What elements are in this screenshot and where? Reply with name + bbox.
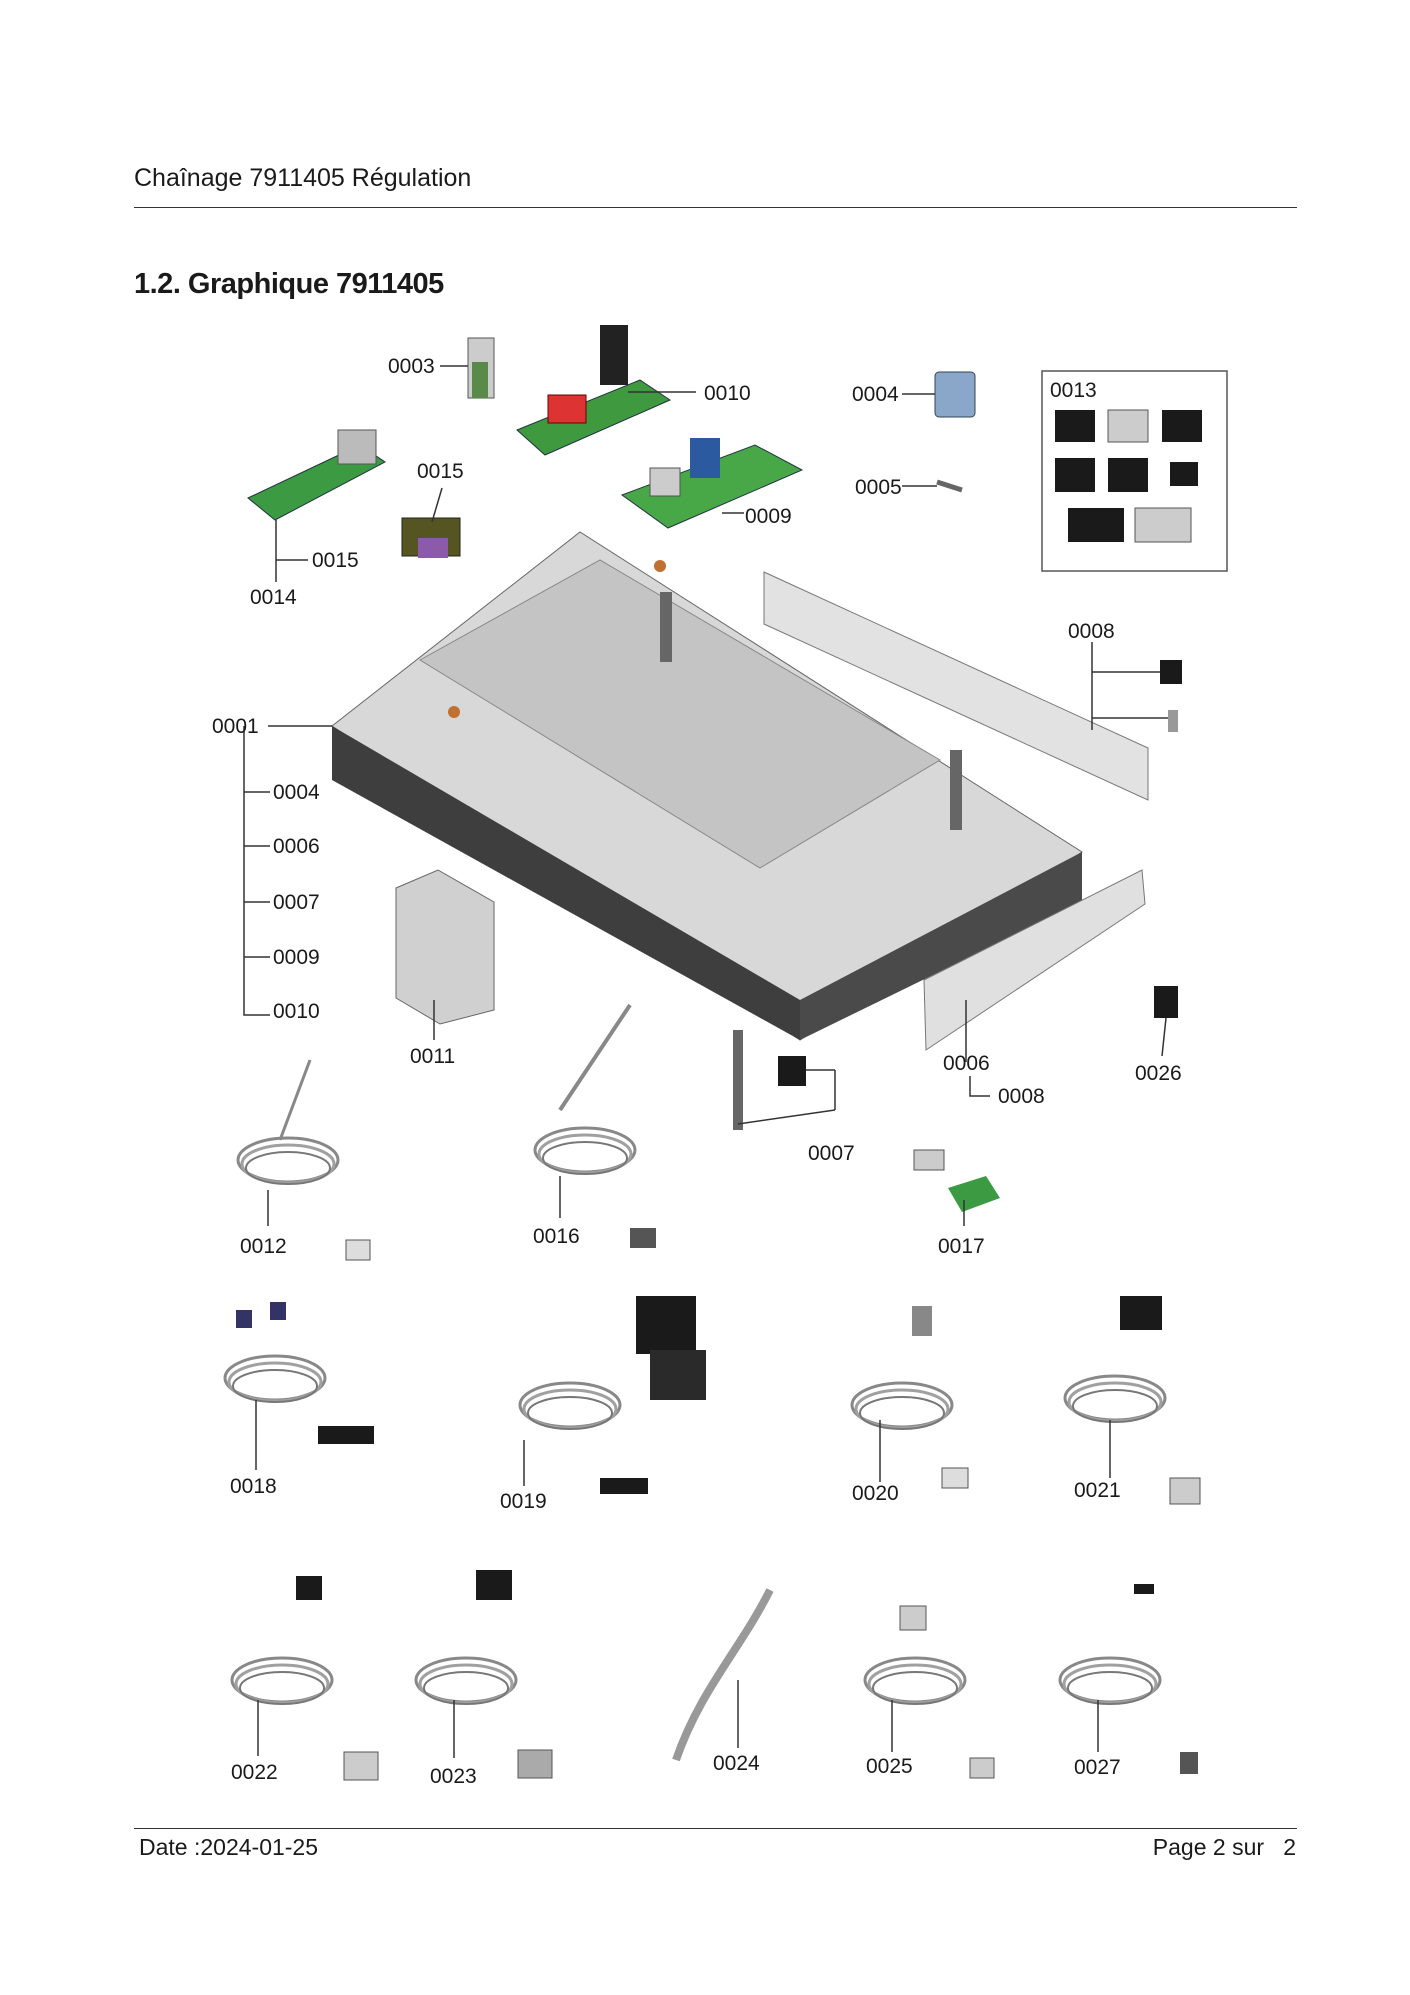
- callout-0011: 0011: [410, 1045, 455, 1068]
- cable-0024: [672, 1588, 774, 1762]
- callout-0009-top: 0009: [745, 505, 792, 528]
- circuit-board-0009: [620, 438, 804, 529]
- callout-0013: 0013: [1050, 379, 1097, 402]
- transformer-box-0011: [395, 869, 495, 1025]
- callout-0023: 0023: [430, 1765, 477, 1788]
- module-0015: [401, 517, 461, 558]
- cable-0023: [414, 1570, 553, 1779]
- cover-plate-0006: [923, 869, 1146, 1051]
- callout-0006-cover: 0006: [943, 1052, 990, 1075]
- leader-lines: [243, 365, 1168, 1758]
- terminal-rail-0008: [763, 571, 1182, 801]
- circuit-board-0014: [247, 429, 386, 521]
- section-heading: 1.2. Graphique 7911405: [134, 268, 444, 300]
- callout-0015-left: 0015: [312, 549, 359, 572]
- callout-0022: 0022: [231, 1761, 278, 1784]
- cable-0022: [230, 1576, 379, 1781]
- callout-0018: 0018: [230, 1475, 277, 1498]
- callout-0027: 0027: [1074, 1756, 1121, 1779]
- callout-0010-top: 0010: [704, 382, 751, 405]
- callout-0004-top: 0004: [852, 383, 899, 406]
- fuse-0005: [936, 479, 963, 493]
- cable-0018: [223, 1302, 374, 1444]
- callout-0006-list: 0006: [273, 835, 320, 858]
- header-divider: [134, 207, 1297, 208]
- callout-0008-cover: 0008: [998, 1085, 1045, 1108]
- callout-0026: 0026: [1135, 1062, 1182, 1085]
- footer-page-number: Page 2 sur 2: [1152, 1834, 1296, 1860]
- callout-0009-list: 0009: [273, 946, 320, 969]
- callout-0016: 0016: [533, 1225, 580, 1248]
- small-board-0017: [913, 1149, 1000, 1212]
- callout-0024: 0024: [713, 1752, 760, 1775]
- callout-0005: 0005: [855, 476, 902, 499]
- cable-0025: [863, 1605, 995, 1779]
- circuit-board-0010: [516, 325, 672, 456]
- cable-0016: [533, 1003, 656, 1248]
- main-housing-0001: [331, 531, 1083, 1041]
- callout-0010-list: 0010: [273, 1000, 320, 1023]
- cable-0019: [518, 1296, 706, 1494]
- callout-0014: 0014: [250, 586, 297, 609]
- callout-0020: 0020: [852, 1482, 899, 1505]
- sensor-rod-0007: [733, 1030, 806, 1130]
- callout-0007-rod: 0007: [808, 1142, 855, 1165]
- footer-divider: [134, 1828, 1297, 1829]
- clip-0026: [1154, 986, 1178, 1018]
- cable-0021: [1063, 1296, 1201, 1505]
- callout-0001: 0001: [212, 715, 259, 738]
- callout-0003: 0003: [388, 355, 435, 378]
- connector-set-0013: [1041, 370, 1228, 572]
- cable-0012: [236, 1059, 371, 1261]
- callout-0007-list: 0007: [273, 891, 320, 914]
- callout-0004-list: 0004: [273, 781, 320, 804]
- callout-0025: 0025: [866, 1755, 913, 1778]
- callout-0015-top: 0015: [417, 460, 464, 483]
- cable-0020: [850, 1306, 969, 1489]
- callout-0012: 0012: [240, 1235, 287, 1258]
- callout-0008-top: 0008: [1068, 620, 1115, 643]
- cable-0027: [1058, 1584, 1198, 1774]
- footer-date: Date :2024-01-25: [139, 1834, 319, 1860]
- terminal-connector-0003: [467, 337, 495, 399]
- callout-0019: 0019: [500, 1490, 547, 1513]
- callout-0017: 0017: [938, 1235, 985, 1258]
- relay-0004: [934, 371, 976, 418]
- callout-0021: 0021: [1074, 1479, 1121, 1502]
- document-header-title: Chaînage 7911405 Régulation: [134, 164, 472, 192]
